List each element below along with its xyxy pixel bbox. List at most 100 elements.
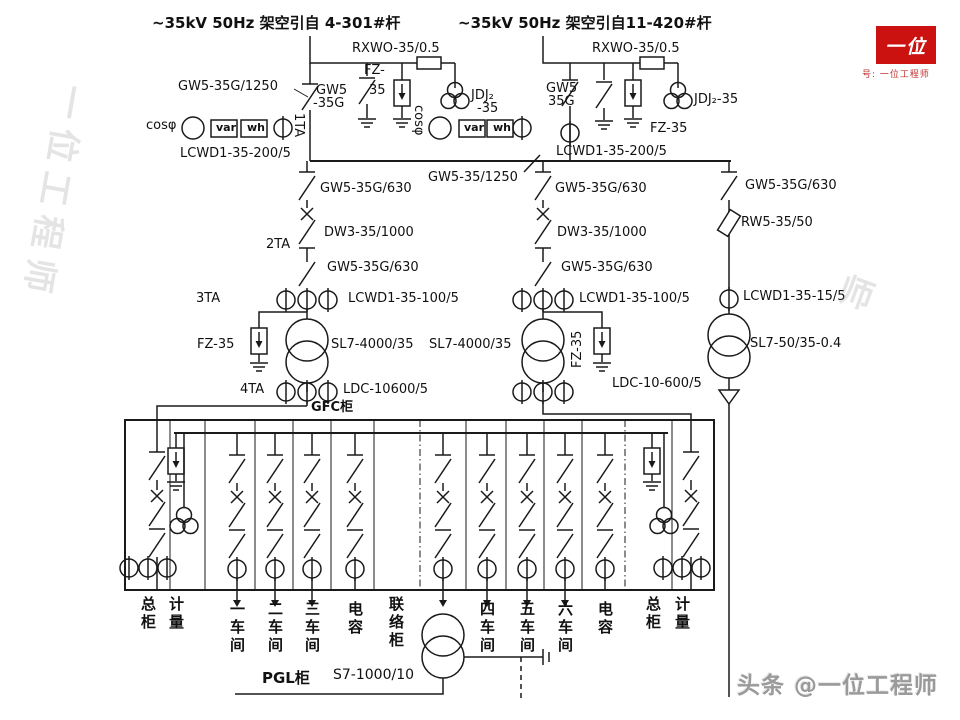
ct-model-label: LCWD1-35-100/5 [579, 291, 690, 306]
pt-label: JDJ₂-35 [694, 92, 739, 107]
feeder-workshop-3 [303, 433, 321, 607]
bay-label-workshop-2: 二车间 [266, 601, 284, 655]
pt-label: JDJ₂ [471, 88, 494, 103]
arrester-label: FZ-35 [650, 121, 688, 136]
wh-meter-label: wh [247, 121, 265, 134]
transformer-label: SL7-50/35-0.4 [750, 336, 842, 351]
bay-label-metering-right: 计量 [673, 596, 691, 632]
var-meter-label: var [216, 121, 237, 134]
publisher-badge-subtext: 号: 一位工程师 [862, 70, 930, 80]
label-leader [293, 88, 309, 98]
feeder-workshop-6 [556, 433, 574, 607]
arrester-label: FZ- [364, 63, 385, 78]
fuse-label: RW5-35/50 [741, 215, 813, 230]
feeder-workshop-1 [228, 433, 246, 607]
wire-to-cabinet [156, 405, 307, 420]
arrester-icon [624, 79, 642, 107]
breaker-label: DW3-35/1000 [557, 225, 647, 240]
feeder-workshop-4 [478, 433, 496, 607]
fuse-label: RXWO-35/0.5 [352, 41, 440, 56]
disconnect-blade [720, 175, 738, 201]
disconnect-label: GW5-35G/630 [745, 178, 837, 193]
fuse-label: RXWO-35/0.5 [592, 41, 680, 56]
bay-label-workshop-1: 一车间 [228, 601, 246, 655]
incoming-left-title: ~35kV 50Hz 架空引自 4-301#杆 [152, 14, 401, 32]
arrester-icon [393, 79, 411, 107]
ct-tag: 3TA [196, 291, 221, 306]
bay-label-capacitor-right: 电容 [596, 601, 614, 637]
disconnect-label: 35G [548, 94, 575, 109]
var-meter-box [458, 119, 486, 138]
ground-icon [592, 362, 612, 372]
drop-fuse-icon [716, 208, 742, 238]
arrester-icon [167, 447, 185, 475]
bay-label-main-left: 总柜 [139, 596, 157, 632]
disconnect-label: GW5 [546, 81, 578, 96]
wh-meter-label: wh [493, 121, 511, 134]
disconnect-label: GW5-35G/630 [320, 181, 412, 196]
meter-dial [428, 116, 452, 140]
feeder-workshop-2 [266, 433, 284, 607]
bus-tie-blade [523, 154, 541, 173]
ct-model-label: LCWD1-35-200/5 [180, 146, 291, 161]
arrester-label: FZ-35 [570, 330, 585, 368]
var-meter-box [210, 119, 238, 138]
arrester-tap-wire [258, 311, 307, 328]
pgl-cabinet-label: PGL柜 [262, 669, 310, 687]
feeder-tie-cabinet [434, 433, 452, 607]
arrester-icon [250, 327, 268, 355]
ground-icon [392, 118, 412, 128]
incoming-left-circuit [181, 36, 470, 161]
toutiao-watermark: 头条 @一位工程师 [737, 673, 939, 699]
feeder-workshop-5 [518, 433, 536, 607]
disconnect-label: GW5-35G/630 [327, 260, 419, 275]
var-meter-label: var [464, 121, 485, 134]
ct-tag: 2TA [266, 237, 291, 252]
gfc-cabinet [120, 419, 715, 607]
cabinet-title: GFC柜 [311, 400, 354, 415]
disconnect-label: GW5-35G/1250 [178, 79, 278, 94]
bus-tie-label: GW5-35/1250 [428, 170, 518, 185]
feeder-capacitor-left [346, 433, 364, 590]
incoming-right-circuit [428, 36, 693, 161]
wire [235, 678, 444, 695]
cabinet-partitions-dashdot [419, 420, 626, 590]
cabinet-partitions [169, 420, 673, 590]
arrester-icon [593, 327, 611, 355]
transformer-label: SL7-4000/35 [429, 337, 512, 352]
bay-label-tie: 联络柜 [387, 596, 405, 650]
wire-to-cabinet [542, 406, 692, 420]
terminal-bars-icon [542, 649, 550, 665]
transformer-icon [421, 613, 465, 679]
pt-label: -35 [477, 101, 499, 116]
hv-branch-chain [513, 161, 573, 406]
ground-icon [642, 481, 662, 491]
transformer-label: SL7-4000/35 [331, 337, 414, 352]
ground-icon [249, 362, 269, 372]
arrester-label: FZ-35 [197, 337, 235, 352]
bay-label-workshop-3: 三车间 [303, 601, 321, 655]
lv-transformer-circuit [235, 613, 550, 700]
publisher-badge: 一位 [876, 26, 936, 64]
ground-icon [623, 118, 643, 128]
earth-switch-label: -35G [313, 96, 345, 111]
breaker-label: DW3-35/1000 [324, 225, 414, 240]
incomer-cabinet-left [120, 420, 176, 590]
ct-model-label: LDC-10600/5 [343, 382, 429, 397]
incomer-cabinet-right [654, 420, 710, 590]
lv-transformer-label: S7-1000/10 [333, 667, 415, 683]
ground-icon [357, 118, 377, 128]
bay-label-workshop-6: 六车间 [556, 601, 574, 655]
ct-model-label: LDC-10-600/5 [612, 376, 702, 391]
voltage-transformer-icon [169, 506, 199, 535]
ct-model-label: LCWD1-35-200/5 [556, 144, 667, 159]
bay-label-capacitor-left: 电容 [346, 601, 364, 637]
fuse-icon [416, 56, 442, 70]
arrester-icon [643, 447, 661, 475]
ground-icon [594, 120, 614, 130]
ct-model-label: LCWD1-35-100/5 [348, 291, 459, 306]
arrester-tap-wire [543, 311, 603, 328]
bay-label-workshop-5: 五车间 [518, 601, 536, 655]
